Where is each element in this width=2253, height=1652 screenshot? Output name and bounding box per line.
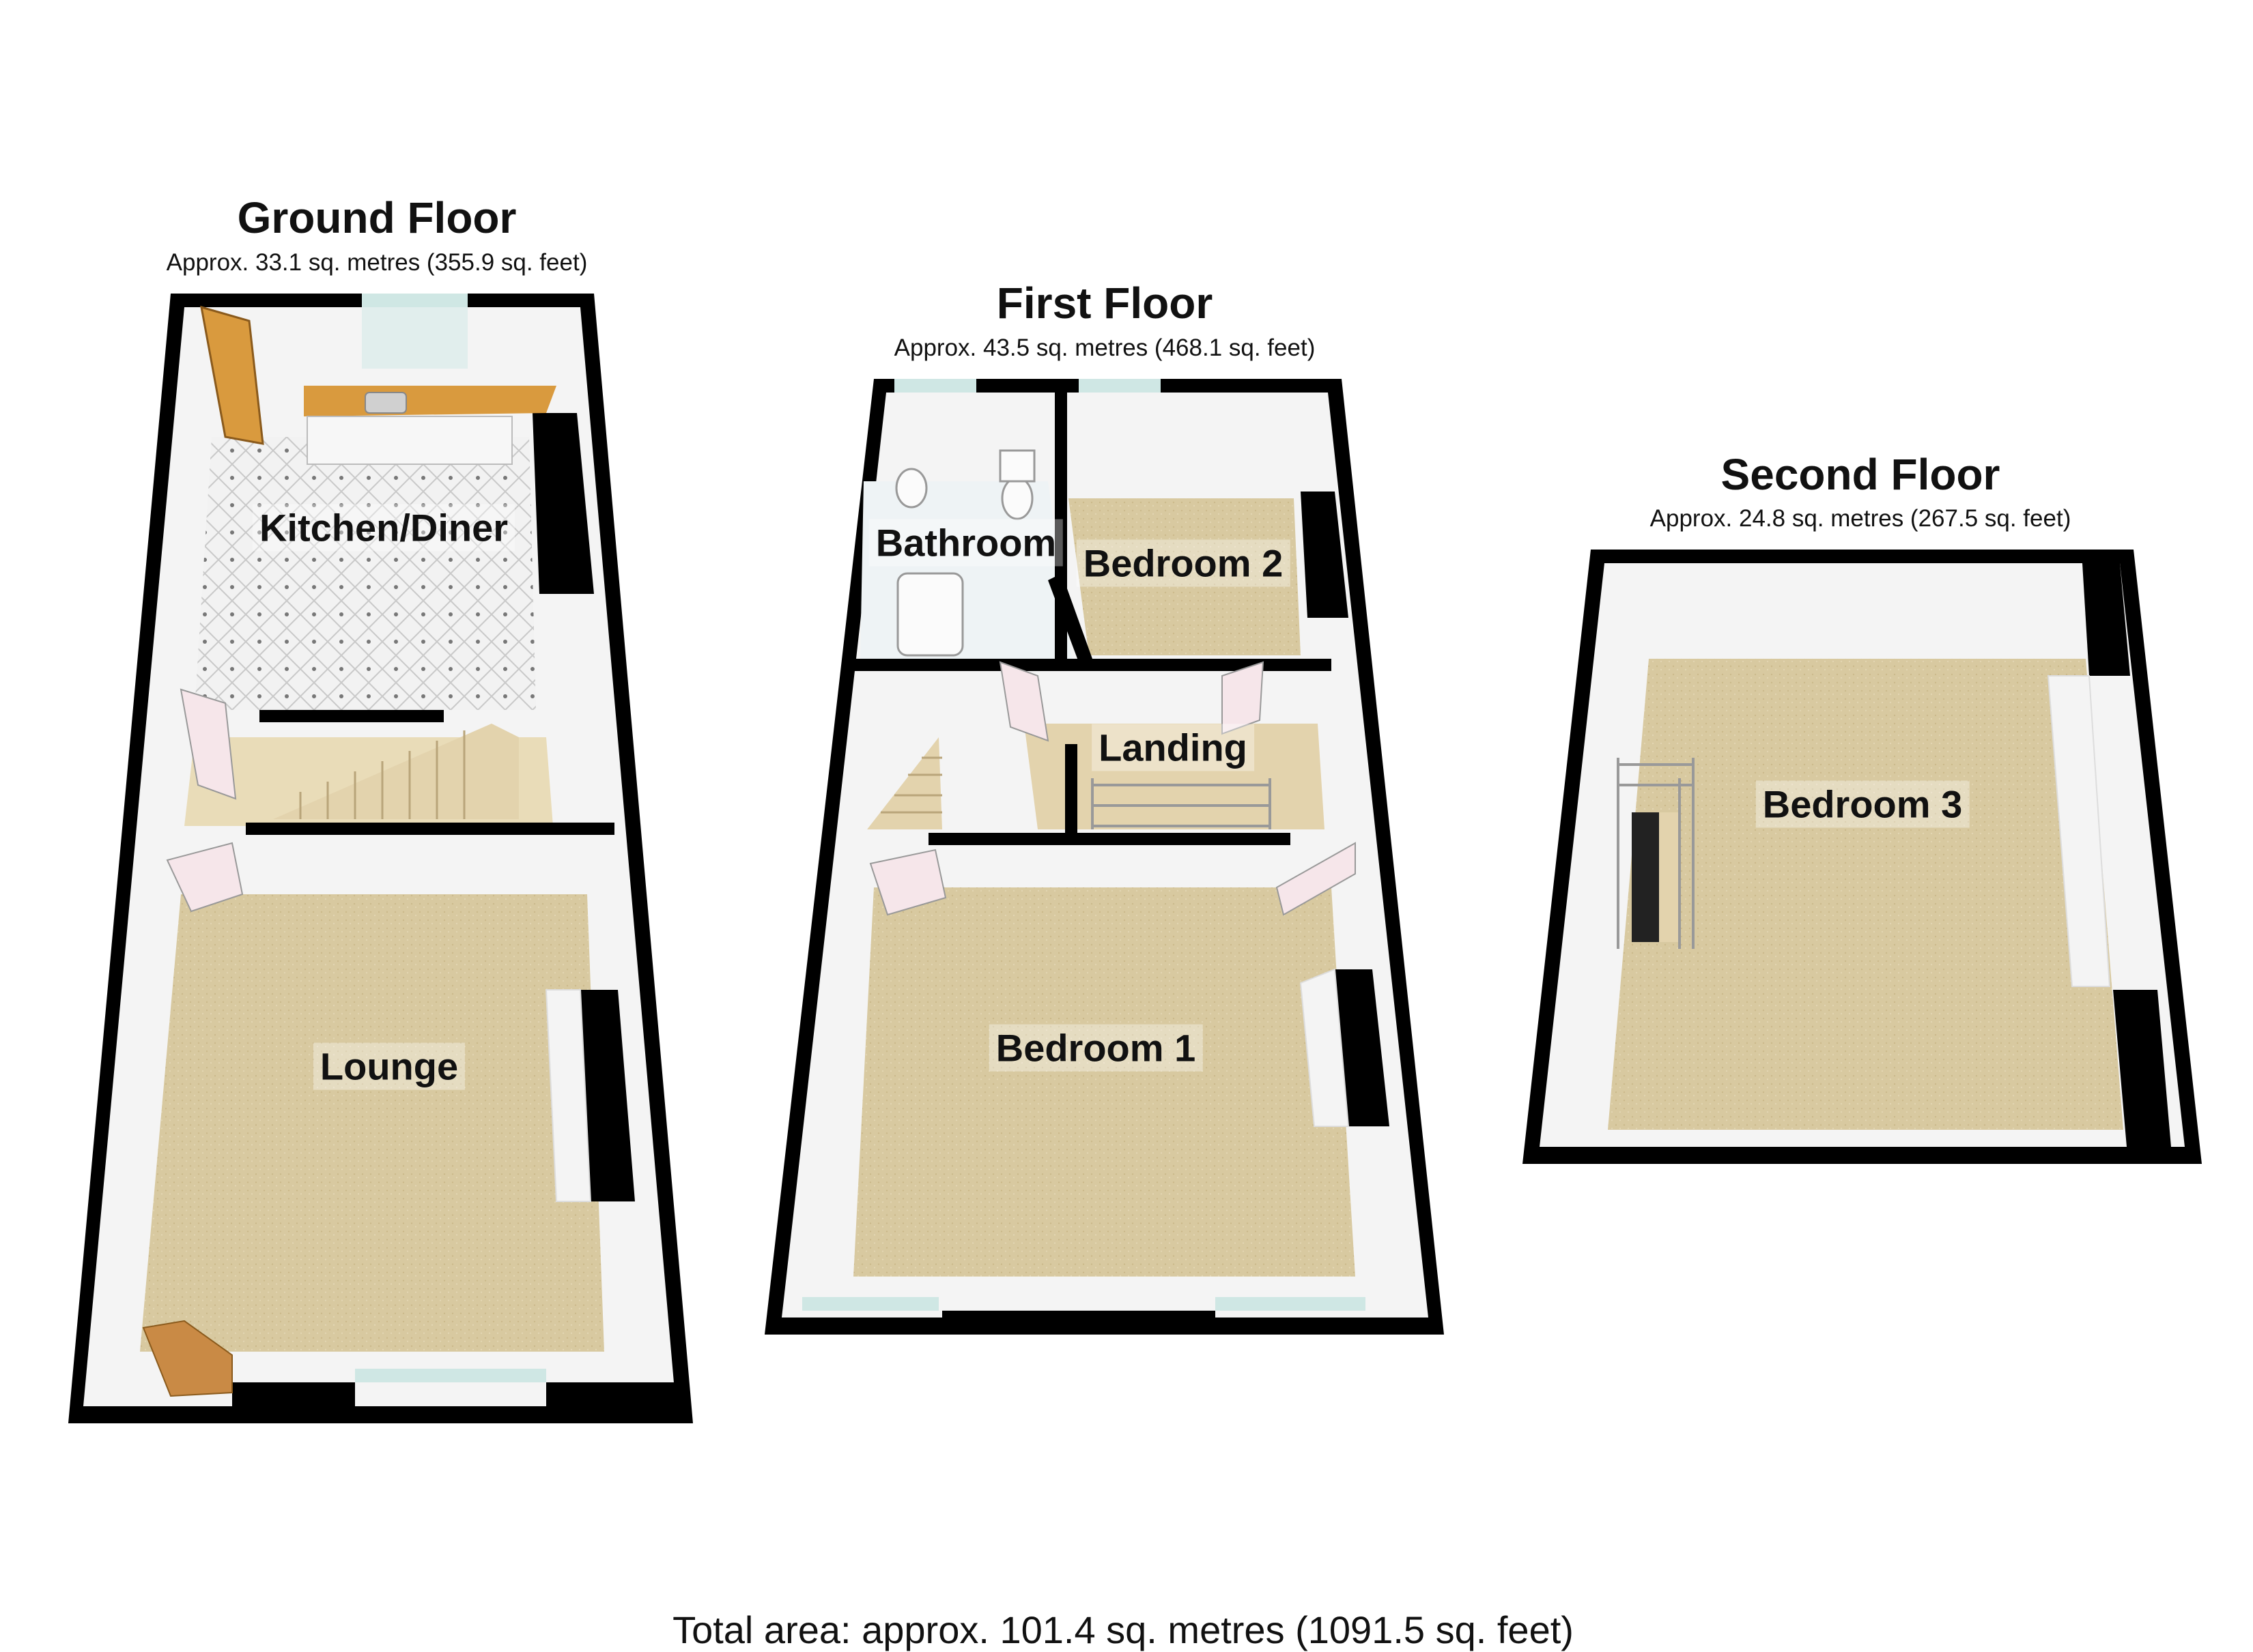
- bath-tub: [896, 572, 964, 657]
- room-label-bathroom: Bathroom: [868, 519, 1064, 567]
- bedroom-1-door-left: [869, 849, 947, 916]
- second-banister: [1617, 758, 1695, 949]
- second-chimney-lower: [2113, 990, 2171, 1147]
- first-floor-title: First Floor: [996, 279, 1213, 328]
- bathroom-floor: [860, 481, 1072, 659]
- second-floor-area: Approx. 24.8 sq. metres (267.5 sq. feet): [1649, 505, 2071, 532]
- first-chimney-lower: [1335, 969, 1389, 1126]
- lounge-window: [355, 1369, 546, 1382]
- bedroom-1-window-right: [1215, 1297, 1365, 1311]
- room-label-bedroom-2: Bedroom 2: [1076, 539, 1290, 587]
- toilet: [1001, 476, 1034, 520]
- first-floor-area: Approx. 43.5 sq. metres (468.1 sq. feet): [894, 334, 1316, 361]
- hall-lounge-wall: [246, 823, 614, 835]
- room-label-lounge: Lounge: [313, 1042, 466, 1090]
- first-floor-plan: [765, 379, 1444, 1335]
- bedroom-3-floor: [1608, 659, 2123, 1130]
- room-label-bedroom-1: Bedroom 1: [989, 1024, 1203, 1072]
- lounge-door: [166, 842, 244, 913]
- kitchen-window: [362, 294, 468, 307]
- lounge-floor: [140, 894, 604, 1352]
- kitchen-floor: [195, 437, 536, 710]
- first-chimney-upper: [1301, 492, 1348, 618]
- ground-floor-title: Ground Floor: [237, 193, 517, 242]
- bedroom-1-door-right: [1275, 842, 1356, 916]
- ground-stairs: [273, 724, 519, 819]
- first-stairs: [867, 737, 942, 829]
- room-label-landing: Landing: [1092, 724, 1254, 771]
- bathroom-window: [894, 379, 976, 393]
- kitchen-units: [307, 416, 513, 465]
- total-area: Total area: approx. 101.4 sq. metres (10…: [672, 1608, 1574, 1651]
- bedroom-2-floor: [1068, 498, 1301, 655]
- room-label-bedroom-3: Bedroom 3: [1755, 780, 1970, 828]
- ground-floor-area: Approx. 33.1 sq. metres (355.9 sq. feet): [166, 249, 588, 276]
- kitchen-sink: [365, 392, 407, 414]
- lounge-hearth: [142, 1320, 233, 1397]
- basin: [895, 468, 928, 509]
- second-floor-title: Second Floor: [1720, 450, 2000, 499]
- kitchen-chimney: [533, 413, 594, 594]
- bathroom-door: [999, 661, 1049, 742]
- kitchen-hall-wall: [259, 710, 444, 722]
- landing-banister: [1091, 778, 1271, 829]
- second-floor-plan: [1522, 550, 2202, 1164]
- lounge-chimney: [580, 990, 635, 1201]
- bedroom-1-window-left: [802, 1297, 939, 1311]
- kitchen-worktop: [304, 386, 556, 416]
- front-door: [200, 305, 264, 445]
- landing-floor: [1024, 724, 1324, 829]
- second-stair-opening: [1632, 812, 1659, 942]
- ground-floor-plan: [68, 294, 693, 1423]
- room-label-kitchen-diner: Kitchen/Diner: [252, 504, 515, 552]
- second-chimney-upper: [2082, 563, 2130, 676]
- bedroom-2-window: [1079, 379, 1161, 393]
- bedroom-2-door: [1221, 661, 1264, 735]
- kitchen-door: [180, 688, 237, 800]
- bedroom-1-floor: [853, 887, 1355, 1277]
